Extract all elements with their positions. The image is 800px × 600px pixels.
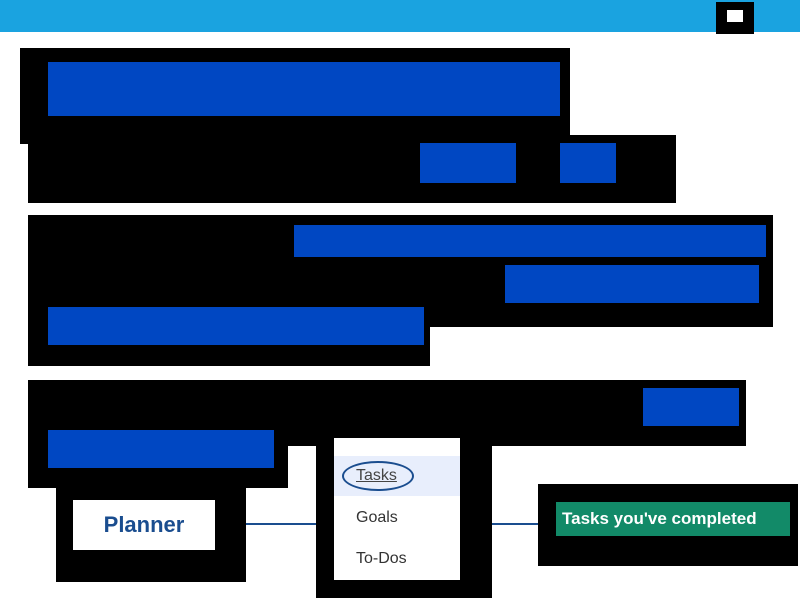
- dropdown-menu: Tasks Goals To-Dos: [334, 438, 460, 580]
- redacted-link[interactable]: [505, 265, 759, 303]
- connector-line: [492, 523, 540, 525]
- menu-item-todos[interactable]: To-Dos: [334, 539, 460, 579]
- redacted-link[interactable]: [420, 143, 516, 183]
- highlight-oval: [342, 461, 414, 491]
- menu-item-tasks[interactable]: Tasks: [334, 456, 460, 496]
- window-button-icon[interactable]: [716, 2, 754, 34]
- menu-item-goals[interactable]: Goals: [334, 498, 460, 538]
- redacted-link[interactable]: [48, 307, 424, 345]
- top-bar: [0, 0, 800, 32]
- redacted-link[interactable]: [643, 388, 739, 426]
- redacted-link[interactable]: [48, 430, 274, 468]
- redacted-link[interactable]: [560, 143, 616, 183]
- connector-line: [246, 523, 318, 525]
- planner-label: Planner: [73, 500, 215, 550]
- redacted-link[interactable]: [294, 225, 766, 257]
- menu-item-label: Goals: [356, 509, 398, 526]
- result-badge: Tasks you've completed: [556, 502, 790, 536]
- menu-item-label: Tasks: [356, 467, 397, 484]
- redacted-link[interactable]: [48, 62, 560, 116]
- menu-item-label: To-Dos: [356, 550, 407, 567]
